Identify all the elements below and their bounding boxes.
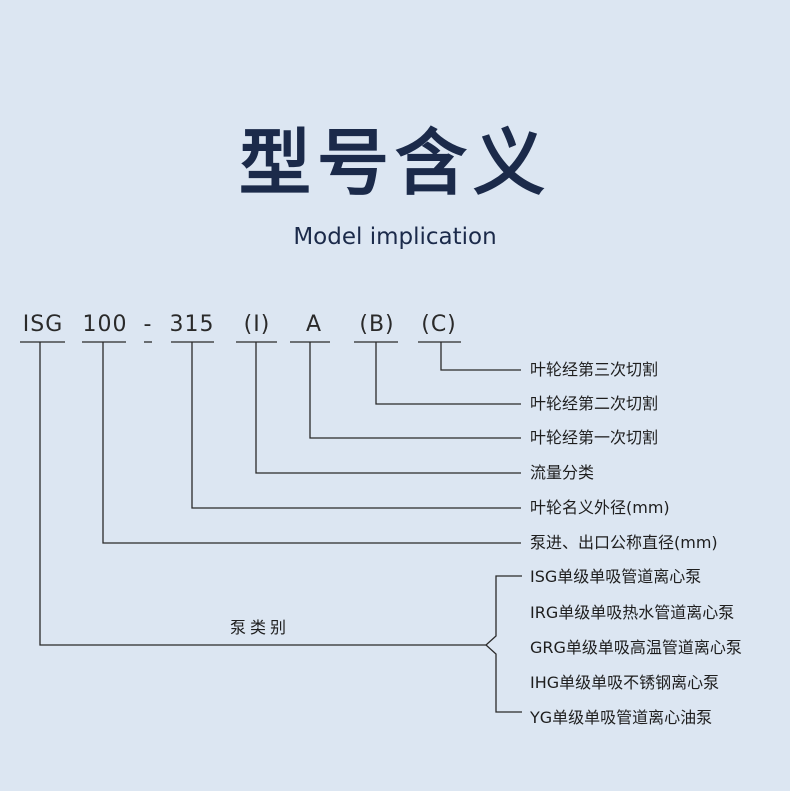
- pump-type-item: GRG单级单吸高温管道离心泵: [530, 638, 742, 657]
- page-title: 型号含义: [238, 121, 551, 205]
- code-100: 100: [82, 312, 128, 337]
- code-i: (I): [243, 312, 271, 337]
- meaning-second-cut: 叶轮经第二次切割: [530, 394, 659, 413]
- pump-type-item: YG单级单吸管道离心油泵: [530, 708, 713, 727]
- code-b: (B): [359, 312, 395, 337]
- meaning-third-cut: 叶轮经第三次切割: [530, 360, 659, 379]
- pump-type-item: ISG单级单吸管道离心泵: [530, 567, 702, 586]
- pump-type-item: IHG单级单吸不锈钢离心泵: [530, 673, 720, 692]
- code-dash: -: [143, 312, 153, 337]
- code-c: (C): [421, 312, 457, 337]
- meaning-impeller-diameter: 叶轮名义外径(mm): [530, 498, 670, 517]
- meaning-first-cut: 叶轮经第一次切割: [530, 428, 659, 447]
- code-isg: ISG: [22, 312, 64, 337]
- pump-type-item: IRG单级单吸热水管道离心泵: [530, 603, 735, 622]
- meaning-flow-class: 流量分类: [530, 463, 595, 482]
- code-a: A: [305, 312, 323, 337]
- code-315: 315: [169, 312, 215, 337]
- pump-type-label: 泵类别: [230, 618, 291, 637]
- page-subtitle: Model implication: [293, 224, 497, 250]
- meaning-port-diameter: 泵进、出口公称直径(mm): [530, 533, 718, 552]
